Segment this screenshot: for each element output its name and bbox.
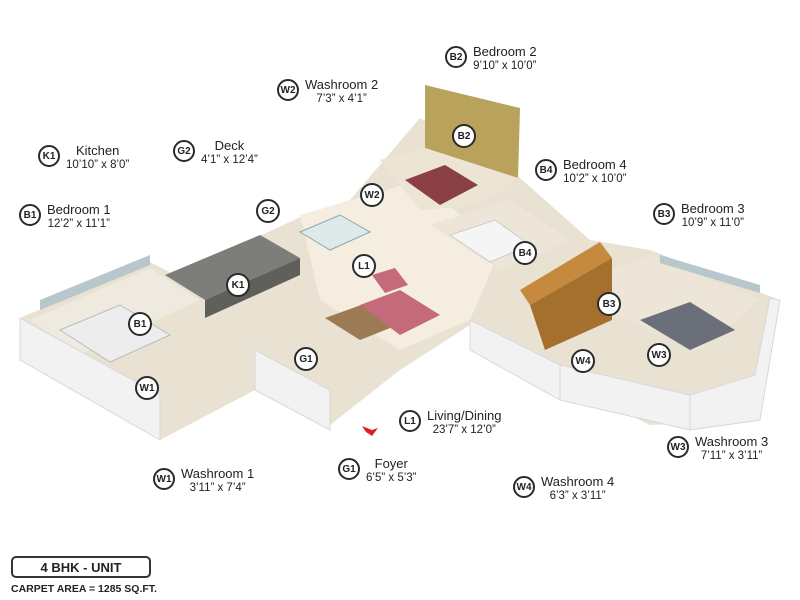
room-code-badge: B2: [445, 46, 467, 68]
room-marker-b4: B4: [513, 241, 537, 265]
sofa: [360, 290, 440, 335]
room-dimensions: 6’3” x 3’11”: [549, 490, 606, 502]
unit-type-label: 4 BHK - UNIT: [11, 556, 151, 578]
bed-3: [640, 302, 735, 350]
room-marker-w2: W2: [360, 183, 384, 207]
room-dimensions: 4’1” x 12’4”: [201, 154, 258, 166]
room-marker-g2: G2: [256, 199, 280, 223]
room-marker-g1: G1: [294, 347, 318, 371]
room-dimensions: 6’5” x 5’3”: [366, 472, 417, 484]
room-code-badge: W3: [667, 436, 689, 458]
room-code-badge: W1: [153, 468, 175, 490]
room-dimensions: 10’2” x 10’0”: [563, 173, 627, 185]
room-name: Bedroom 1: [47, 202, 111, 217]
armchair: [372, 268, 408, 293]
room-code-badge: G1: [338, 458, 360, 480]
room-name: Kitchen: [75, 143, 120, 158]
wardrobe-front: [530, 258, 612, 350]
room-code-badge: K1: [38, 145, 60, 167]
room-marker-b2: B2: [452, 124, 476, 148]
room-code-badge: W4: [513, 476, 535, 498]
dining-table: [298, 214, 372, 251]
room-dimensions: 7’3” x 4’1”: [316, 93, 367, 105]
room-name: Foyer: [374, 456, 408, 471]
room-marker-w3: W3: [647, 343, 671, 367]
wall-foyer-front: [254, 349, 331, 431]
entry-arrow-icon: [362, 426, 378, 436]
room-code-badge: B4: [535, 159, 557, 181]
room-code-badge: W2: [277, 79, 299, 101]
room-dimensions: 9’10” x 10’0”: [473, 60, 537, 72]
room-code-badge: L1: [399, 410, 421, 432]
room-marker-k1: K1: [226, 273, 250, 297]
room-dimensions: 10’9” x 11’0”: [681, 217, 745, 229]
kitchen-counter: [165, 235, 300, 300]
room-name: Bedroom 3: [681, 201, 745, 216]
room-name: Bedroom 4: [563, 157, 627, 172]
room-dimensions: 7’11” x 3’11”: [700, 450, 763, 462]
room-marker-b3: B3: [597, 292, 621, 316]
room-code-badge: B1: [19, 204, 41, 226]
room-marker-w1: W1: [135, 376, 159, 400]
room-marker-l1: L1: [352, 254, 376, 278]
room-name: Living/Dining: [427, 408, 502, 423]
room-marker-b1: B1: [128, 312, 152, 336]
room-code-badge: B3: [653, 203, 675, 225]
room-name: Bedroom 2: [473, 44, 537, 59]
wall-right-end: [689, 297, 781, 431]
room-dimensions: 10’10” x 8’0”: [66, 159, 130, 171]
room-name: Washroom 2: [305, 77, 379, 92]
room-code-badge: G2: [173, 140, 195, 162]
room-name: Washroom 3: [695, 434, 769, 449]
room-name: Washroom 1: [181, 466, 255, 481]
room-marker-w4: W4: [571, 349, 595, 373]
window-b1: [40, 255, 150, 310]
kitchen-counter-front: [205, 258, 300, 318]
window-b3: [660, 255, 760, 293]
room-dimensions: 23’7” x 12’0”: [432, 424, 496, 436]
wall-left-front: [19, 317, 161, 441]
wardrobe-bedroom-4: [520, 242, 612, 305]
room-dimensions: 3’11” x 7’4”: [189, 482, 246, 494]
room-dimensions: 12’2” x 11’1”: [47, 218, 111, 230]
bed-2: [405, 165, 478, 205]
carpet-area-label: CARPET AREA = 1285 SQ.FT.: [11, 583, 157, 595]
room-name: Deck: [214, 138, 245, 153]
room-name: Washroom 4: [541, 474, 615, 489]
